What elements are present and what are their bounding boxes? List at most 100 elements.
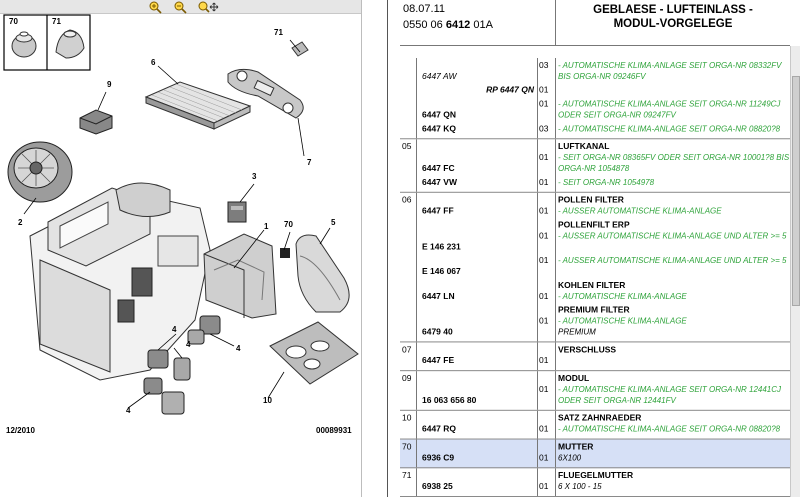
part-reference[interactable]: E 146 231 — [422, 241, 461, 252]
part-reference[interactable]: E 146 067 — [422, 266, 461, 277]
quantity: 01 — [539, 290, 549, 301]
parts-row[interactable]: 06 POLLEN FILTER 6447 FF 01 - AUSSER AUTOMAT… — [400, 192, 790, 343]
parts-table: 6447 AW 03 - AUTOMATISCHE KLIMA-ANLAGE SEI… — [400, 58, 790, 497]
part-reference[interactable]: 6447 RQ — [422, 423, 457, 434]
part-title: PREMIUM FILTER — [558, 304, 630, 315]
callout-4d: 4 — [126, 406, 131, 415]
part-description: 6X100 — [558, 453, 582, 463]
quantity: 01 — [539, 98, 549, 109]
part-title: LUFTKANAL — [558, 141, 610, 152]
zoom-move-icon[interactable] — [197, 0, 219, 14]
scrollbar-thumb[interactable] — [792, 76, 800, 306]
quantity: 01 — [539, 481, 549, 492]
zoom-in-icon[interactable] — [148, 0, 162, 14]
parts-header: 08.07.11 0550 06 6412 01A GEBLAESE - LUF… — [400, 0, 790, 46]
part-description: - AUTOMATISCHE KLIMA-ANLAGE SEIT ORGA-NR… — [558, 385, 782, 405]
part-reference[interactable]: 6447 FE — [422, 355, 455, 366]
part-title: POLLEN FILTER — [558, 194, 624, 205]
part-reference[interactable]: 6447 FF — [422, 205, 454, 216]
blower-motor-part-2 — [7, 141, 73, 203]
group-number: 09 — [402, 373, 412, 384]
quantity: 01 — [539, 230, 549, 241]
part-title: VERSCHLUSS — [558, 344, 617, 355]
part-reference[interactable]: 6447 FC — [422, 163, 455, 173]
leader-lines — [23, 39, 331, 409]
quantity: 01 — [539, 384, 549, 394]
quantity: 01 — [539, 176, 549, 187]
callout-4b: 4 — [186, 340, 191, 349]
exploded-view-drawing: 70 71 71 6 9 1 2 3 70 5 4 4 4 4 7 10 12/… — [0, 14, 361, 484]
group-number: 70 — [402, 441, 412, 452]
parts-row[interactable]: 05 LUFTKANAL 6447 FC 01 - SEIT ORGA-NR 08365… — [400, 139, 790, 193]
group-number: 07 — [402, 344, 412, 355]
zoom-out-icon[interactable] — [173, 0, 187, 14]
callout-4a: 4 — [172, 325, 177, 334]
air-duct-part-1 — [203, 233, 277, 319]
group-number: 10 — [402, 412, 412, 423]
header-date: 08.07.11 — [403, 3, 446, 15]
group-number: 05 — [402, 141, 412, 152]
callout-70: 70 — [284, 220, 293, 229]
pane-divider[interactable] — [361, 0, 362, 497]
callout-1: 1 — [264, 222, 269, 231]
callout-6: 6 — [151, 58, 156, 67]
quantity: 01 — [539, 255, 549, 266]
parts-list-pane: 08.07.11 0550 06 6412 01A GEBLAESE - LUF… — [400, 0, 800, 497]
callout-2: 2 — [18, 218, 23, 227]
part-reference[interactable]: 6479 40 — [422, 326, 453, 337]
parts-row[interactable]: 71 FLUEGELMUTTER 6938 25 01 6 X 100 - 15 — [400, 468, 790, 497]
callout-9: 9 — [107, 80, 112, 89]
nut-part-70b — [280, 248, 290, 258]
part-reference[interactable]: 6936 C9 — [422, 452, 455, 463]
part-reference[interactable]: 6447 QN — [422, 109, 457, 120]
diagram-date: 12/2010 — [6, 426, 35, 435]
part-reference[interactable]: 6938 25 — [422, 481, 453, 492]
part-description: - AUTOMATISCHE KLIMA-ANLAGE — [558, 291, 687, 301]
exploded-view-svg — [3, 14, 359, 415]
part-description: 6 X 100 - 15 — [558, 482, 602, 492]
actuator-part-4 — [143, 315, 221, 415]
callout-4c: 4 — [236, 344, 241, 353]
air-duct-part-5 — [295, 234, 350, 313]
part-title: KOHLEN FILTER — [558, 279, 626, 290]
part-title: MODUL — [558, 373, 590, 384]
quantity: 01 — [539, 205, 549, 216]
part-description: - SEIT ORGA-NR 08365FV ODER SEIT ORGA-NR… — [558, 153, 790, 173]
group-number: 71 — [402, 470, 412, 481]
part-reference[interactable]: 6447 KQ — [422, 123, 457, 134]
callout-70-inset: 70 — [9, 17, 18, 26]
part-reference[interactable]: 16 063 656 80 — [422, 394, 477, 405]
wing-nut-part-71 — [55, 29, 85, 59]
part-description: - AUTOMATISCHE KLIMA-ANLAGE SEIT ORGA-NR… — [558, 60, 782, 81]
callout-5: 5 — [331, 218, 336, 227]
part-title: FLUEGELMUTTER — [558, 470, 634, 481]
part-reference[interactable]: 6447 VW — [422, 176, 457, 187]
group-number: 06 — [402, 194, 412, 205]
callout-10: 10 — [263, 396, 272, 405]
quantity: 01 — [539, 84, 549, 95]
pollen-filter-part-6 — [144, 81, 252, 130]
vertical-scrollbar[interactable] — [790, 46, 800, 497]
part-description: - AUTOMATISCHE KLIMA-ANLAGE SEIT ORGA-NR… — [558, 124, 781, 134]
quantity: 03 — [539, 123, 549, 134]
part-title: POLLENFILT ERP — [558, 219, 630, 230]
diagram-toolbar — [0, 0, 361, 14]
pane-divider-dark — [387, 0, 388, 497]
quantity: 01 — [539, 152, 549, 163]
header-code: 0550 06 6412 01A — [403, 19, 493, 31]
part-reference[interactable]: 6447 LN — [422, 290, 455, 301]
parts-row[interactable]: 6447 AW 03 - AUTOMATISCHE KLIMA-ANLAGE SEI… — [400, 58, 790, 140]
part-reference[interactable]: 6447 AW — [422, 70, 457, 81]
part-description: - AUTOMATISCHE KLIMA-ANLAGE — [558, 316, 687, 326]
callout-71: 71 — [274, 28, 283, 37]
module-part-9 — [79, 109, 113, 135]
cover-part-7 — [227, 68, 304, 119]
parts-row[interactable]: 09 MODUL 16 063 656 80 01 - AUTOMATISCHE KLI… — [400, 371, 790, 411]
part-description: - AUSSER AUTOMATISCHE KLIMA-ANLAGE UND A… — [558, 256, 787, 266]
quantity: 03 — [539, 59, 549, 70]
part-reference[interactable]: RP 6447 QN — [486, 84, 534, 95]
heater-housing — [29, 182, 211, 381]
